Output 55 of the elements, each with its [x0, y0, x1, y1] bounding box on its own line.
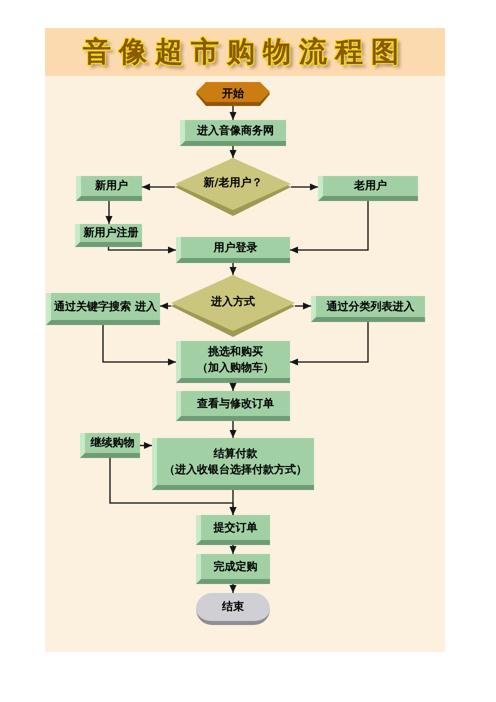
- decision-diamond: [171, 275, 295, 337]
- arrow: [102, 325, 176, 366]
- arrow: [230, 106, 236, 120]
- step-label: 查看与修改订单: [197, 396, 274, 412]
- process-box: [176, 391, 290, 421]
- arrow: [230, 383, 236, 391]
- arrow: [230, 146, 236, 158]
- process-box: [176, 237, 290, 263]
- step-label: 提交订单: [214, 520, 258, 536]
- arrow: [140, 442, 152, 449]
- process-box: [196, 554, 270, 584]
- arrow: [108, 246, 176, 254]
- step-label: 用户登录: [214, 240, 258, 256]
- step-label: 通过关键字搜索 进入: [54, 298, 157, 314]
- step-note: （进入收银台选择付款方式）: [164, 462, 307, 478]
- process-box: [196, 515, 270, 545]
- arrow: [230, 490, 236, 515]
- arrow: [291, 184, 318, 190]
- arrow: [142, 184, 175, 190]
- step-label: 新/老用户？: [203, 175, 263, 191]
- diagram-title: 音像超市购物流程图: [83, 34, 407, 70]
- step-label: 开始: [222, 86, 244, 102]
- step-label: 进入音像商务网: [197, 122, 274, 138]
- decision-diamond: [175, 158, 291, 216]
- end-terminator: [196, 593, 270, 625]
- step-label: 通过分类列表进入: [326, 298, 414, 314]
- process-box: [180, 120, 286, 146]
- step-label: 结算付款: [214, 446, 258, 462]
- arrow: [230, 545, 236, 554]
- arrow: [230, 263, 236, 275]
- arrow: [106, 201, 112, 224]
- process-box: [152, 438, 314, 490]
- step-label: 进入方式: [211, 294, 255, 310]
- process-box: [318, 176, 418, 201]
- process-box: [76, 176, 142, 201]
- process-box: [311, 296, 425, 322]
- arrow: [230, 584, 236, 593]
- start-terminator: [196, 82, 270, 106]
- step-label: 新用户注册: [84, 225, 138, 241]
- step-label: 老用户: [354, 178, 387, 194]
- arrow: [290, 201, 369, 254]
- step-label: 新用户: [95, 178, 128, 194]
- process-box: [46, 293, 160, 325]
- process-box: [75, 224, 142, 247]
- step-label: 挑选和购买: [208, 344, 263, 360]
- arrow: [295, 302, 311, 310]
- arrow: [230, 421, 236, 438]
- arrow: [290, 322, 369, 366]
- arrow: [160, 302, 171, 310]
- step-note: （加入购物车）: [197, 360, 274, 376]
- step-label: 继续购物: [90, 435, 134, 451]
- step-label: 结束: [222, 599, 244, 615]
- process-box: [176, 341, 290, 383]
- process-box: [80, 433, 140, 458]
- step-label: 完成定购: [214, 558, 258, 574]
